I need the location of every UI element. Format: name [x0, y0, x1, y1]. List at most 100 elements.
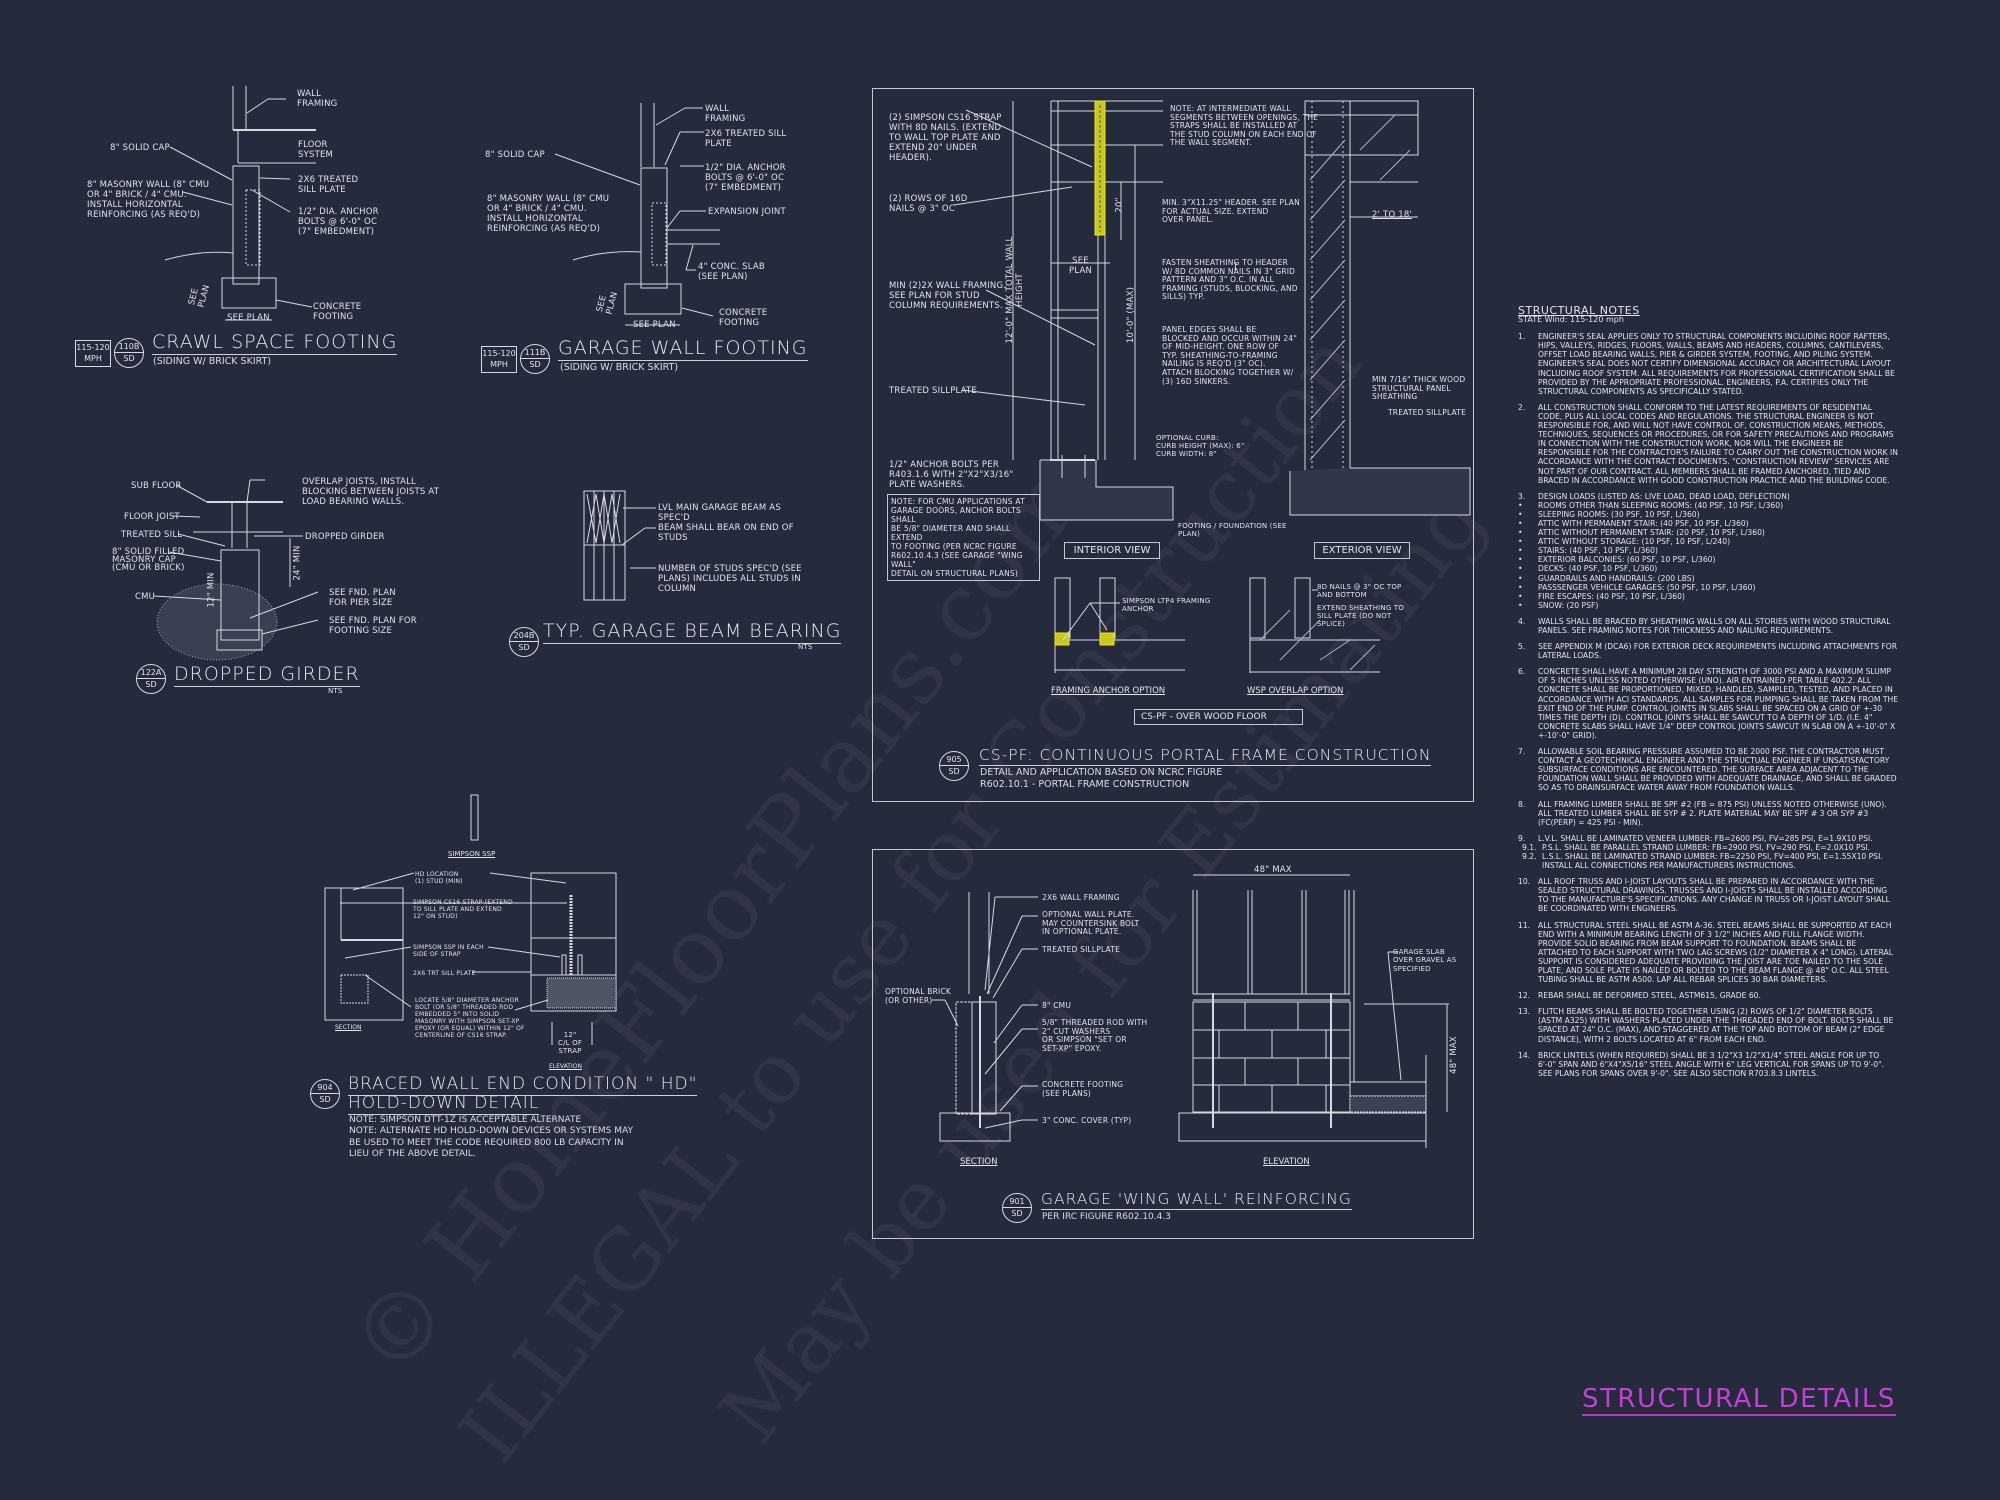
note-3: 3.DESIGN LOADS (LISTED AS: LIVE LOAD, DE… — [1518, 492, 1898, 610]
bubble-divider — [940, 765, 968, 766]
label-sub-floor: SUB FLOOR — [131, 481, 182, 491]
label-nails: (2) ROWS OF 16d NAILS @ 3" OC — [889, 194, 968, 214]
label-treated-sillplate: TREATED SILLPLATE — [889, 386, 977, 396]
note-number: 2. — [1518, 402, 1526, 412]
note-subnumber: 9.2. — [1522, 851, 1537, 861]
portal-frame-border — [872, 88, 1474, 802]
detail-bubble: 905 SD — [939, 751, 969, 781]
label-elevation: ELEVATION — [549, 1063, 582, 1070]
label-masonry-wall: 8" MASONRY WALL (8" CMU OR 4" BRICK / 4"… — [87, 180, 210, 220]
note-text: BRICK LINTELS (WHEN REQUIRED) SHALL BE 3… — [1538, 1050, 1884, 1078]
sheet-ref: SD — [319, 1095, 331, 1104]
note-number: 10. — [1518, 877, 1531, 887]
note-number: 8. — [1518, 799, 1526, 809]
label-lvl-beam: LVL MAIN GARAGE BEAM AS SPEC'D — [658, 503, 781, 523]
detail-title: CRAWL SPACE FOOTING — [152, 331, 398, 355]
note-7: 7.ALLOWABLE SOIL BEARING PRESSURE ASSUME… — [1518, 747, 1898, 792]
load-text: SLEEPING ROOMS: (30 PSF, 10 PSF, L/360) — [1538, 509, 1700, 519]
label-threaded-rod: 5/8" THREADED ROD WITH 2" CUT WASHERS OR… — [1042, 1018, 1148, 1053]
note-text: CONCRETE SHALL HAVE A MINIMUM 28 DAY STR… — [1538, 667, 1898, 740]
sheet-ref: SD — [123, 354, 135, 363]
load-item: •STAIRS: (40 PSF, 10 PSF, L/360) — [1518, 546, 1658, 556]
label-panel-edges: PANEL EDGES SHALL BE BLOCKED AND OCCUR W… — [1162, 325, 1298, 386]
label-slab: 4" CONC. SLAB (SEE PLAN) — [698, 262, 765, 282]
label-expansion-joint: EXPANSION JOINT — [708, 207, 786, 217]
sheet-ref: SD — [1011, 1209, 1023, 1218]
label-wall-framing: 2x6 WALL FRAMING — [1042, 893, 1120, 902]
label-optional-curb: OPTIONAL CURB: CURB HEIGHT (MAX): 6" CUR… — [1156, 434, 1245, 458]
label-floor-system: FLOOR SYSTEM — [298, 140, 334, 160]
detail-number: 111B — [524, 348, 546, 357]
load-item: •FIRE ESCAPES: (40 PSF, 10 PSF, L/360) — [1518, 591, 1685, 601]
note-subnumber: 9.1. — [1522, 842, 1537, 852]
load-text: PASSSENGER VEHICLE GARAGES: (50 PSF, 10 … — [1538, 582, 1756, 592]
label-section: SECTION — [960, 1157, 998, 1167]
label-cmu: CMU — [135, 592, 156, 602]
interior-view-label: INTERIOR VIEW — [1064, 542, 1160, 559]
sheet-ref: SD — [145, 680, 157, 689]
load-text: GUARDRAILS AND HANDRAILS: (200 LBS) — [1538, 573, 1695, 583]
note-number: 9. — [1518, 833, 1526, 843]
note-number: 13. — [1518, 1007, 1531, 1017]
load-item: •PASSSENGER VEHICLE GARAGES: (50 PSF, 10… — [1518, 582, 1756, 592]
over-wood-floor-label: CS-PF - OVER WOOD FLOOR — [1134, 709, 1303, 725]
label-concrete-footing: CONCRETE FOOTING (SEE PLANS) — [1042, 1080, 1124, 1098]
label-optional-brick: OPTIONAL BRICK (OR OTHER) — [885, 987, 951, 1005]
detail-bubble: 904 SD — [310, 1079, 340, 1109]
label-anchor-bolts: 1/2" DIA. ANCHOR BOLTS @ 6'-0" OC (7" EM… — [705, 163, 786, 193]
detail-number: 204B — [513, 631, 535, 640]
label-pier-size: SEE FND. PLAN FOR PIER SIZE — [329, 588, 396, 608]
sheet-ref: SD — [529, 360, 541, 369]
note-number: 7. — [1518, 747, 1526, 757]
label-wall-plate: OPTIONAL WALL PLATE. MAY COUNTERSINK BOL… — [1042, 910, 1140, 937]
note-alternate: NOTE: ALTERNATE HD HOLD-DOWN DEVICES OR … — [349, 1126, 633, 1159]
label-framing-anchor-option: FRAMING ANCHOR OPTION — [1051, 686, 1166, 696]
label-solid-cap: 8" SOLID CAP — [110, 143, 170, 153]
note-12: 12. REBAR SHALL BE DEFORMED STEEL, ASTM61… — [1518, 991, 1898, 1000]
detail-subtitle: DETAIL AND APPLICATION BASED ON NCRC FIG… — [980, 767, 1223, 790]
note-text: ALL FRAMING LUMBER SHALL BE SPF #2 (Fb =… — [1538, 799, 1887, 827]
load-text: ROOMS OTHER THAN SLEEPING ROOMS: (40 PSF… — [1538, 500, 1784, 510]
load-text: DECKS: (40 PSF, 10 PSF, L/360) — [1538, 564, 1658, 574]
note-text: WALLS SHALL BE BRACED BY SHEATHING WALLS… — [1538, 616, 1891, 635]
load-text: ATTIC WITH PERMANENT STAIR: (40 PSF, 10 … — [1538, 518, 1749, 528]
detail-number: 110B — [118, 342, 140, 351]
detail-title-line-1: BRACED WALL END CONDITION " HD" — [348, 1074, 698, 1096]
detail-bubble: 901 SD — [1002, 1193, 1032, 1223]
label-header: MIN. 3"x11.25" HEADER. SEE PLAN FOR ACTU… — [1162, 198, 1300, 225]
detail-title: GARAGE WALL FOOTING — [558, 337, 808, 361]
label-floor-joist: FLOOR JOIST — [124, 512, 180, 522]
note-text: REBAR SHALL BE DEFORMED STEEL, ASTM615, … — [1538, 991, 1761, 1001]
note-number: 5. — [1518, 642, 1526, 652]
label-fasten-sheathing: FASTEN SHEATHING TO HEADER W/ 8d COMMON … — [1162, 258, 1298, 302]
detail-number: 122A — [140, 668, 162, 677]
note-11: 11.ALL STRUCTURAL STEEL SHALL BE ASTM A-… — [1518, 921, 1898, 985]
note-number: 14. — [1518, 1050, 1531, 1060]
note-text: DESIGN LOADS (LISTED AS: LIVE LOAD, DEAD… — [1538, 491, 1790, 501]
note-dtt: NOTE: SIMPSON DTT-1Z IS ACCEPTABLE ALTER… — [349, 1115, 582, 1125]
label-cl-strap: 12" C/L OF STRAP — [558, 1031, 583, 1055]
detail-title: DROPPED GIRDER — [174, 663, 360, 687]
label-sill-plate: 2x6 TREATED SILL PLATE — [705, 129, 787, 149]
note-2: 2.ALL CONSTRUCTION SHALL CONFORM TO THE … — [1518, 403, 1898, 485]
detail-bubble: 111B SD — [520, 344, 550, 374]
label-anchor-bolts: 1/2" ANCHOR BOLTS PER R403.1.6 WITH 2"x2… — [889, 460, 1014, 490]
label-ssp-each-side: SIMPSON SSP IN EACH SIDE OF STRAP — [413, 944, 484, 958]
label-footing-size: SEE FND. PLAN FOR FOOTING SIZE — [329, 616, 417, 636]
load-text: ATTIC WITHOUT STORAGE: (10 PSF, 10 PSF, … — [1538, 537, 1731, 547]
note-text: FLITCH BEAMS SHALL BE BOLTED TOGETHER US… — [1538, 1007, 1894, 1044]
label-section: SECTION — [335, 1024, 362, 1031]
note-5: 5.SEE APPENDIX M (DCA6) FOR EXTERIOR DEC… — [1518, 642, 1898, 660]
label-wall-framing: MIN (2)2X WALL FRAMING. SEE PLAN FOR STU… — [889, 281, 1007, 311]
note-number: 12. — [1518, 991, 1531, 1001]
label-wall-framing: WALL FRAMING — [705, 104, 746, 124]
note-text: ALL STRUCTURAL STEEL SHALL BE ASTM A-36.… — [1538, 920, 1893, 985]
state-wind: STATE Wind: 115-120 mph — [1518, 315, 1624, 325]
detail-title-line-2: HOLD-DOWN DETAIL — [348, 1093, 540, 1115]
note-10: 10.ALL ROOF TRUSS AND I-JOIST LAYOUTS SH… — [1518, 877, 1898, 913]
label-strap: (2) SIMPSON CS16 STRAP WITH 8d NAILS. (E… — [889, 113, 1002, 163]
